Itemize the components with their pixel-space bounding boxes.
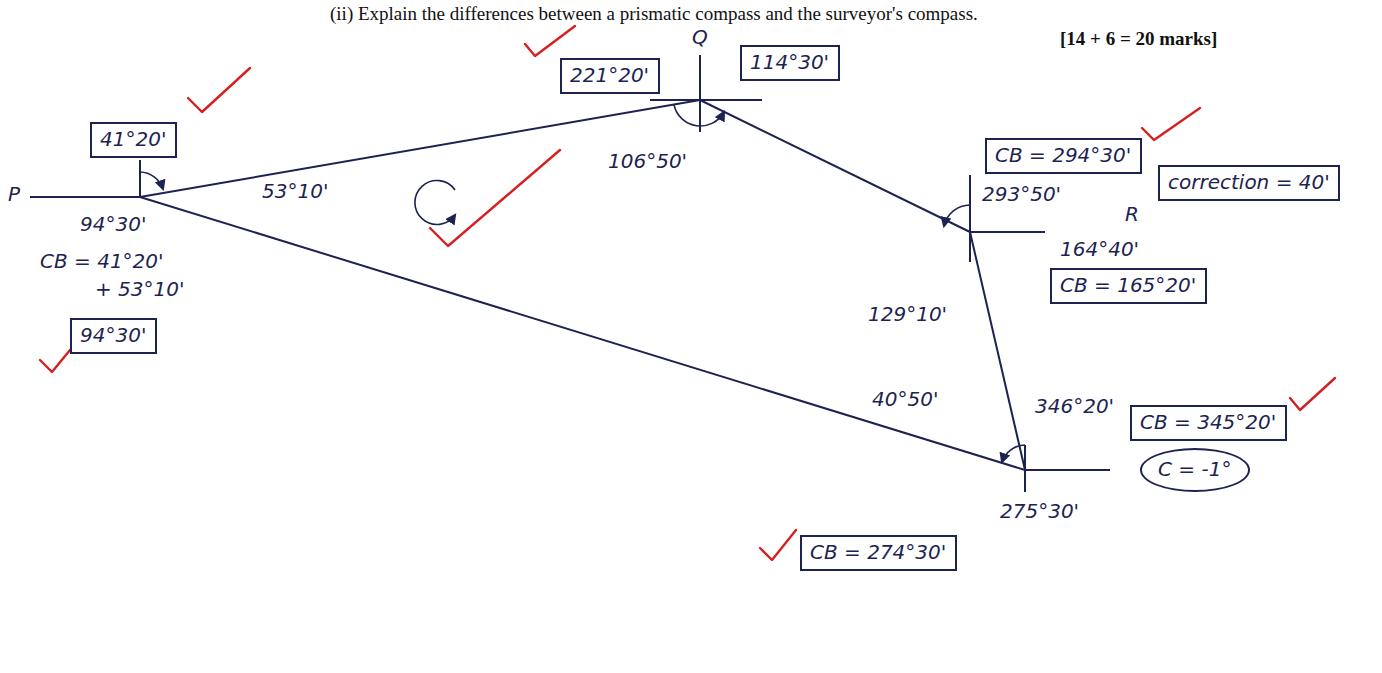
question-text: [14 + 6 = 20 marks] xyxy=(1060,28,1217,50)
traverse-lines xyxy=(30,55,1110,492)
boxed-bearing: 94°30' xyxy=(70,318,157,354)
traverse-line xyxy=(969,175,971,262)
bearing-text: C = -1° xyxy=(1158,457,1231,481)
traverse-line xyxy=(650,99,762,101)
boxed-bearing: CB = 345°20' xyxy=(1130,405,1287,441)
annotation-text: 129°10' xyxy=(868,303,947,326)
traverse-line xyxy=(699,55,701,132)
traverse-line xyxy=(970,232,1025,470)
traverse-line xyxy=(700,100,970,232)
annotation-text: 346°20' xyxy=(1035,395,1114,418)
annotation-text: 293°50' xyxy=(982,183,1061,206)
check-marks xyxy=(40,26,1335,560)
bearing-text: 41°20' xyxy=(100,127,166,151)
question-text: (ii) Explain the differences between a p… xyxy=(330,3,978,25)
annotation-text: R xyxy=(1125,203,1139,226)
annotation-text: 164°40' xyxy=(1060,238,1139,261)
boxed-bearing: 41°20' xyxy=(90,122,177,158)
traverse-line xyxy=(140,100,700,197)
annotation-text: 275°30' xyxy=(1000,500,1079,523)
bearing-text: CB = 274°30' xyxy=(810,540,946,564)
bearing-text: CB = 294°30' xyxy=(995,143,1131,167)
annotation-text: 53°10' xyxy=(262,180,328,203)
boxed-bearing: correction = 40' xyxy=(1158,165,1340,201)
bearing-text: 94°30' xyxy=(80,323,146,347)
traverse-line xyxy=(1024,445,1026,492)
annotation-text: Q xyxy=(692,26,708,49)
bearing-text: CB = 345°20' xyxy=(1140,410,1276,434)
traverse-line xyxy=(139,160,141,197)
annotation-text: 106°50' xyxy=(608,150,687,173)
annotation-text: 94°30' xyxy=(80,213,146,236)
traverse-line xyxy=(970,231,1045,233)
boxed-bearing: CB = 165°20' xyxy=(1050,268,1207,304)
bearing-text: correction = 40' xyxy=(1168,170,1330,194)
bearing-text: CB = 165°20' xyxy=(1060,273,1196,297)
bearing-text: 114°30' xyxy=(750,50,829,74)
annotation-text: 40°50' xyxy=(872,388,938,411)
annotation-text: CB = 41°20' xyxy=(40,250,164,273)
circled-value: C = -1° xyxy=(1140,448,1250,492)
angle-arcs xyxy=(140,105,1025,462)
bearing-text: 221°20' xyxy=(570,63,649,87)
boxed-bearing: CB = 294°30' xyxy=(985,138,1142,174)
traverse-line xyxy=(140,197,1025,470)
boxed-bearing: 114°30' xyxy=(740,45,840,81)
annotation-text: P xyxy=(8,183,20,206)
traverse-line xyxy=(1025,469,1110,471)
boxed-bearing: CB = 274°30' xyxy=(800,535,957,571)
annotation-text: + 53°10' xyxy=(95,278,185,301)
boxed-bearing: 221°20' xyxy=(560,58,660,94)
traverse-line xyxy=(30,196,140,198)
